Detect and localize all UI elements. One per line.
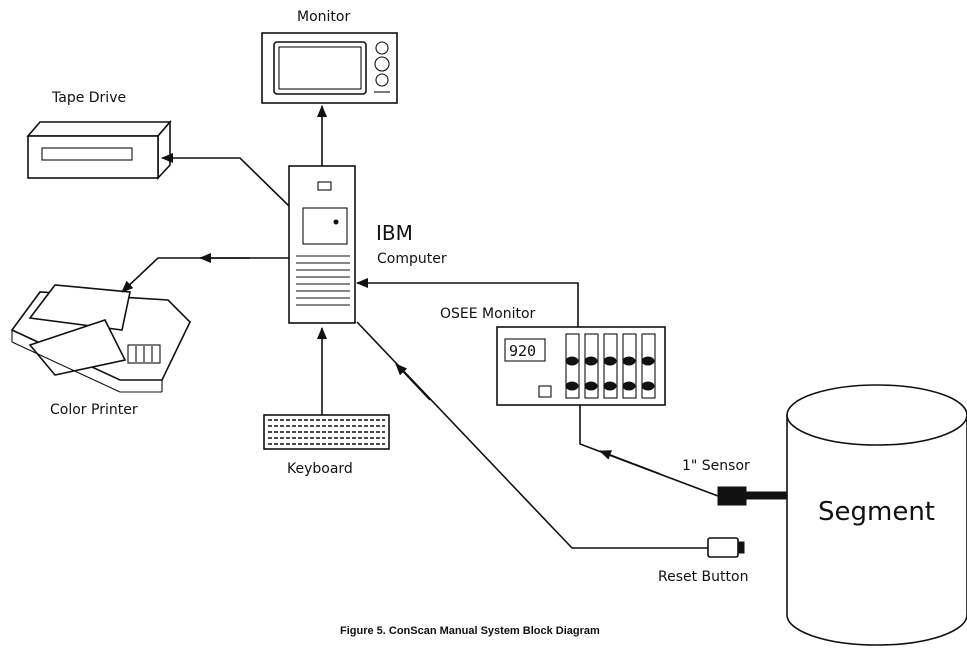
sensor-device <box>717 486 787 506</box>
connector-computer-to-tape-drive <box>161 153 290 207</box>
osee-slider-3 <box>603 333 618 399</box>
reset-button-device <box>707 537 745 558</box>
color-printer-label: Color Printer <box>50 402 138 418</box>
monitor-label: Monitor <box>297 9 350 25</box>
connector-reset-to-computer <box>356 321 708 549</box>
osee-slider-1 <box>565 333 580 399</box>
keyboard-label: Keyboard <box>287 461 353 477</box>
connector-computer-to-color-printer <box>121 257 289 293</box>
keyboard-device <box>263 414 390 450</box>
osee-monitor-label: OSEE Monitor <box>440 306 536 322</box>
connector-sensor-to-osee <box>579 405 719 497</box>
connector-osee-to-computer <box>356 278 579 327</box>
tape-drive-label: Tape Drive <box>51 90 126 106</box>
osee-slider-4 <box>622 333 637 399</box>
segment-label: Segment <box>818 497 935 527</box>
reset-button-label: Reset Button <box>658 569 748 585</box>
monitor-device <box>261 32 398 104</box>
color-printer-device <box>10 284 191 393</box>
ibm-label: IBM <box>376 221 413 245</box>
osee-readout: 920 <box>509 342 536 360</box>
osee-slider-2 <box>584 333 599 399</box>
tape-drive-device <box>26 119 172 181</box>
segment-cylinder <box>786 384 967 646</box>
sensor-label: 1" Sensor <box>682 458 750 474</box>
osee-monitor-device <box>496 326 666 406</box>
ibm-computer-tower <box>288 165 356 324</box>
figure-caption: Figure 5. ConScan Manual System Block Di… <box>340 625 600 637</box>
osee-slider-5 <box>641 333 656 399</box>
computer-label: Computer <box>377 251 447 267</box>
